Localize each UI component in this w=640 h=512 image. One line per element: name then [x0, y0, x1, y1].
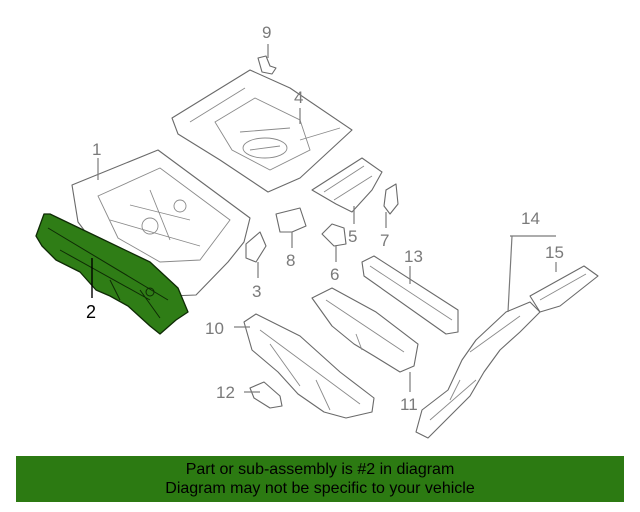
banner-line-disclaimer: Diagram may not be specific to your vehi…: [165, 480, 475, 497]
callout-1: 1: [92, 140, 101, 159]
callout-15: 15: [545, 243, 564, 262]
part-9-bracket: [257, 55, 277, 75]
callout-14: 14: [521, 209, 540, 228]
callout-7: 7: [380, 231, 389, 250]
part-4-rear-floor-pan: [171, 69, 353, 193]
callout-12: 12: [216, 383, 235, 402]
part-11-member: [311, 287, 419, 373]
part-12-bracket: [249, 381, 283, 409]
part-7-bracket: [383, 183, 399, 215]
part-8-panel: [275, 207, 307, 233]
callout-8: 8: [286, 251, 295, 270]
part-2-cross-member-highlighted: [35, 213, 189, 335]
leader-14: [507, 235, 556, 313]
part-15-bracket: [529, 265, 599, 313]
part-6-bracket: [321, 223, 347, 247]
callout-5: 5: [348, 227, 357, 246]
parts-diagram: 9 4 1 2 3 8 5 6 7 10 12 11 13 14 15: [35, 23, 599, 439]
callout-10: 10: [205, 319, 224, 338]
callout-9: 9: [262, 23, 271, 42]
callout-2: 2: [86, 302, 96, 322]
part-10-side-member: [243, 313, 375, 419]
callout-13: 13: [404, 247, 423, 266]
callout-6: 6: [330, 265, 339, 284]
info-banner: Part or sub-assembly is #2 in diagram Di…: [16, 456, 624, 502]
part-3-plug: [245, 231, 267, 263]
callout-3: 3: [252, 282, 261, 301]
callout-11: 11: [400, 395, 418, 414]
part-13-rail: [361, 255, 459, 335]
banner-line-part-number: Part or sub-assembly is #2 in diagram: [185, 461, 455, 478]
callout-4: 4: [294, 88, 303, 107]
part-5-member: [311, 157, 383, 213]
